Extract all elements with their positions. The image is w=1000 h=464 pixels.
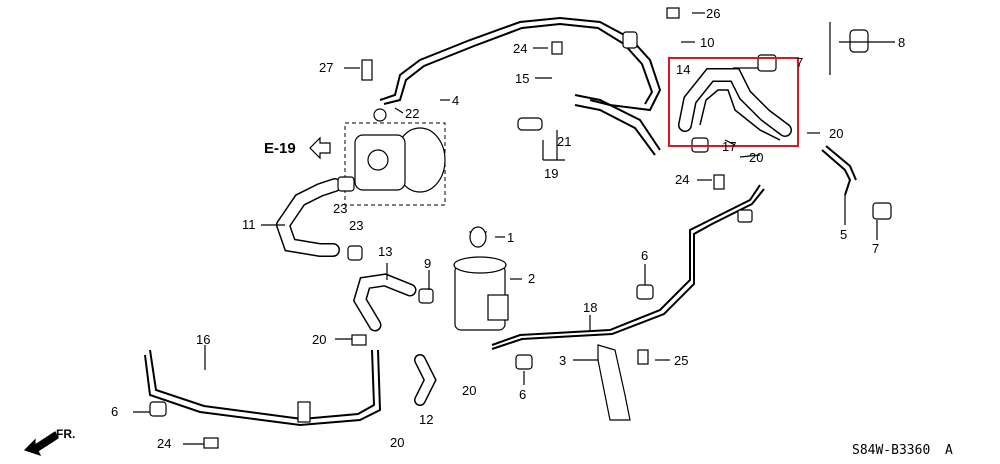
- leader-lines: [133, 12, 895, 445]
- label-13: 13: [378, 244, 392, 259]
- cooler-pipe-16: [144, 349, 382, 427]
- label-24a: 24: [513, 41, 527, 56]
- label-20d: 20: [462, 383, 476, 398]
- label-27: 27: [319, 60, 333, 75]
- label-16: 16: [196, 332, 210, 347]
- front-arrow-icon: [23, 431, 59, 457]
- pipe-clamp-6b: [636, 284, 654, 300]
- pipe-5b: [825, 145, 857, 181]
- return-pipe-upper: [574, 94, 661, 151]
- label-19: 19: [544, 166, 558, 181]
- high-pressure-hose-outline: [383, 22, 654, 105]
- label-1: 1: [507, 230, 514, 245]
- hose-band: [622, 31, 638, 49]
- label-11: 11: [242, 217, 256, 232]
- reference-arrow-icon: [309, 136, 331, 160]
- label-7a: 7: [796, 55, 803, 70]
- pipe-clamp-6c: [515, 354, 533, 370]
- pipe-clamp-6a: [149, 401, 167, 417]
- front-tag: FR.: [56, 427, 75, 441]
- ref-tag: E-19: [264, 140, 296, 157]
- label-23b: 23: [349, 218, 363, 233]
- return-pipe-upper-b: [574, 104, 656, 156]
- clamp-23a: [337, 176, 355, 192]
- pipe-bracket-3: [597, 344, 631, 421]
- label-10: 10: [700, 35, 714, 50]
- label-12: 12: [419, 412, 433, 427]
- label-7b: 7: [872, 241, 879, 256]
- label-24c: 24: [157, 436, 171, 451]
- diagram-code: S84W-B3360: [852, 443, 930, 458]
- label-5: 5: [840, 227, 847, 242]
- label-23a: 23: [333, 201, 347, 216]
- power-steering-pump: [344, 108, 446, 206]
- label-22: 22: [405, 106, 419, 121]
- pipe-bracket: [297, 401, 311, 423]
- pipe-5: [821, 149, 852, 196]
- clamp-9: [418, 288, 434, 304]
- label-6a: 6: [111, 404, 118, 419]
- label-20c: 20: [312, 332, 326, 347]
- label-20e: 20: [390, 435, 404, 450]
- bolt-icons: [203, 7, 725, 449]
- label-18: 18: [583, 300, 597, 315]
- return-pipe-18: [491, 184, 761, 346]
- label-14: 14: [676, 62, 690, 77]
- highlight-frame: [668, 57, 799, 147]
- clamp-23b: [347, 245, 363, 261]
- label-26: 26: [706, 6, 720, 21]
- label-24b: 24: [675, 172, 689, 187]
- label-9: 9: [424, 256, 431, 271]
- label-4: 4: [452, 93, 459, 108]
- label-2: 2: [528, 271, 535, 286]
- clamp-8: [849, 29, 869, 53]
- label-15: 15: [515, 71, 529, 86]
- pipe-clamp: [737, 209, 753, 223]
- high-pressure-hose: [379, 16, 662, 112]
- clamp-7b: [872, 202, 892, 220]
- label-6c: 6: [519, 387, 526, 402]
- label-17: 17: [722, 139, 736, 154]
- label-3: 3: [559, 353, 566, 368]
- label-21: 21: [557, 134, 571, 149]
- label-8: 8: [898, 35, 905, 50]
- cooler-pipe-16b: [149, 349, 376, 421]
- label-20a: 20: [829, 126, 843, 141]
- label-25: 25: [674, 353, 688, 368]
- reservoir-tank: [453, 226, 509, 331]
- diagram-code-suffix: A: [945, 443, 953, 458]
- label-6b: 6: [641, 248, 648, 263]
- label-20b: 20: [749, 150, 763, 165]
